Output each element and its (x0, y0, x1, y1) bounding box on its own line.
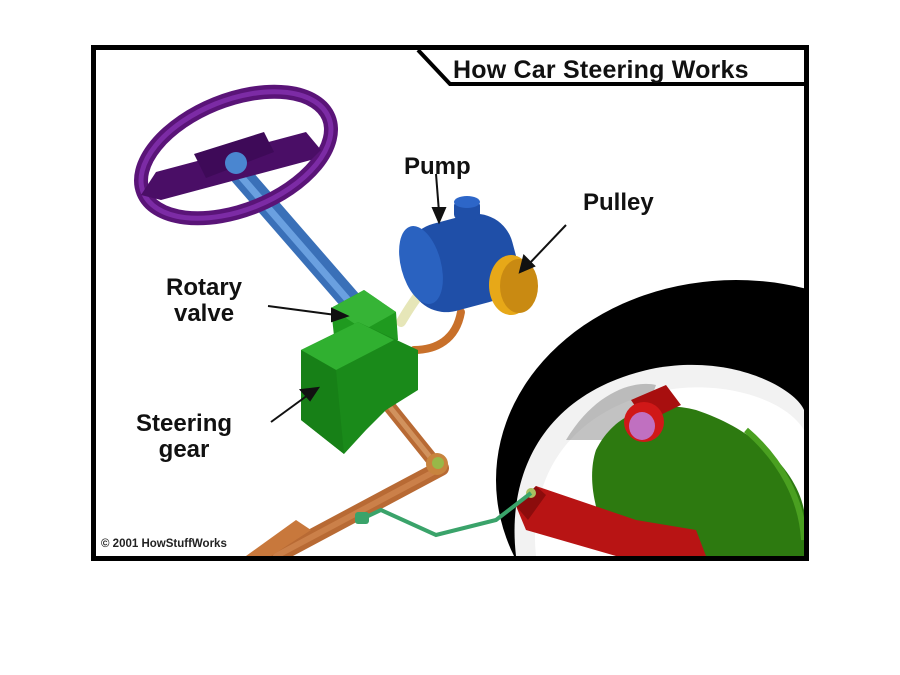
rotary-valve-and-gear (301, 290, 418, 454)
label-rotary-valve: Rotary valve (166, 275, 242, 327)
title-tab (416, 50, 804, 86)
label-rotary-valve-line2: valve (173, 300, 235, 327)
steering-knuckle (516, 385, 706, 556)
steering-illustration (134, 50, 804, 556)
diagram-frame: How Car Steering Works Pump Pulley Rotar… (91, 45, 809, 561)
brake-disc (592, 406, 804, 556)
label-pulley: Pulley (583, 189, 654, 216)
pulley (489, 255, 538, 315)
copyright-notice: © 2001 HowStuffWorks (101, 538, 227, 550)
steering-wheel (134, 84, 338, 226)
tie-rod-end (246, 520, 311, 556)
label-steering-gear-line2: gear (158, 436, 210, 463)
label-pump: Pump (404, 153, 471, 180)
leader-arrows (267, 173, 567, 423)
label-steering-gear-line1: Steering (136, 410, 233, 437)
steering-column (230, 164, 365, 316)
diagram-title: How Car Steering Works (453, 56, 749, 84)
label-steering-gear: Steering gear (136, 411, 232, 463)
linkage-rod (355, 491, 533, 538)
label-rotary-valve-line1: Rotary (166, 274, 243, 301)
